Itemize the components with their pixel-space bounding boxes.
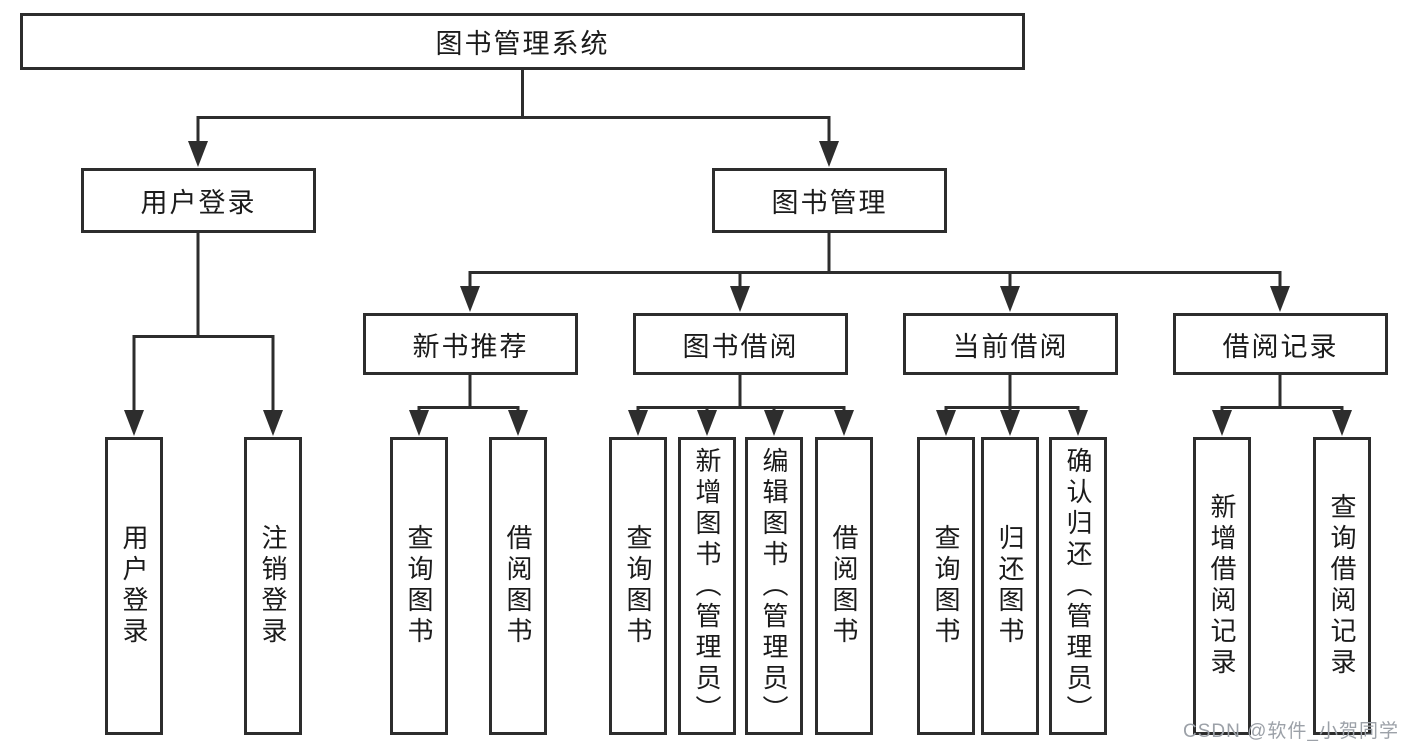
root-label: 图书管理系统: [435, 29, 610, 59]
leaf-logout: 注销登录: [244, 437, 302, 735]
leaf-confirm-return-admin-label: 确认归还（管理员）: [1063, 446, 1093, 726]
borrow-records-label: 借阅记录: [1222, 331, 1339, 362]
leaf-borrow-books: 借阅图书: [815, 437, 873, 735]
new-book-recommend-label: 新书推荐: [412, 331, 529, 362]
leaf-logout-label: 注销登录: [258, 524, 288, 648]
leaf-user-login: 用户登录: [105, 437, 163, 735]
leaf-query-borrow-record-label: 查询借阅记录: [1327, 493, 1357, 679]
node-system-root: 图书管理系统: [20, 13, 1025, 70]
leaf-query-borrow-record: 查询借阅记录: [1313, 437, 1371, 735]
leaf-borrow-books-label: 借阅图书: [829, 524, 859, 648]
leaf-query-books-borrow: 查询图书: [609, 437, 667, 735]
node-book-borrow: 图书借阅: [633, 313, 848, 375]
leaf-add-book-admin-label: 新增图书（管理员）: [692, 446, 722, 726]
user-login-label: 用户登录: [140, 188, 257, 218]
node-user-login: 用户登录: [81, 168, 316, 233]
node-new-book-recommend: 新书推荐: [363, 313, 578, 375]
leaf-add-book-admin: 新增图书（管理员）: [678, 437, 736, 735]
leaf-edit-book-admin-label: 编辑图书（管理员）: [759, 446, 789, 726]
leaf-user-login-label: 用户登录: [119, 524, 149, 648]
csdn-watermark: CSDN @软件_小贺同学: [1183, 721, 1399, 742]
node-book-management: 图书管理: [712, 168, 947, 233]
current-borrow-label: 当前借阅: [952, 331, 1069, 362]
leaf-query-books-recommend-label: 查询图书: [404, 524, 434, 648]
node-current-borrow: 当前借阅: [903, 313, 1118, 375]
leaf-add-borrow-record-label: 新增借阅记录: [1207, 493, 1237, 679]
book-borrow-label: 图书借阅: [682, 331, 799, 362]
leaf-return-book: 归还图书: [981, 437, 1039, 735]
leaf-edit-book-admin: 编辑图书（管理员）: [745, 437, 803, 735]
leaf-confirm-return-admin: 确认归还（管理员）: [1049, 437, 1107, 735]
leaf-query-books-borrow-label: 查询图书: [623, 524, 653, 648]
leaf-borrow-books-recommend-label: 借阅图书: [503, 524, 533, 648]
leaf-add-borrow-record: 新增借阅记录: [1193, 437, 1251, 735]
leaf-borrow-books-recommend: 借阅图书: [489, 437, 547, 735]
leaf-query-books-current-label: 查询图书: [931, 524, 961, 648]
book-management-label: 图书管理: [771, 188, 888, 218]
leaf-query-books-current: 查询图书: [917, 437, 975, 735]
leaf-query-books-recommend: 查询图书: [390, 437, 448, 735]
leaf-return-book-label: 归还图书: [995, 524, 1025, 648]
node-borrow-records: 借阅记录: [1173, 313, 1388, 375]
